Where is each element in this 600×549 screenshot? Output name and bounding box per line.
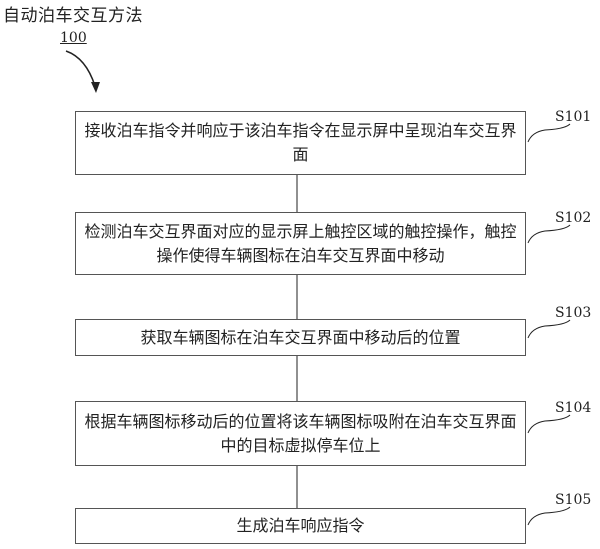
step-label-s105: S105 — [555, 492, 592, 508]
leader-s101 — [527, 123, 571, 143]
step-label-s102: S102 — [555, 210, 592, 226]
leader-s102 — [527, 224, 571, 244]
step-text: 生成泊车响应指令 — [236, 516, 365, 535]
step-box-s105: 生成泊车响应指令 — [75, 508, 526, 544]
step-box-s102: 检测泊车交互界面对应的显示屏上触控区域的触控操作，触控操作使得车辆图标在泊车交互… — [75, 212, 526, 275]
step-box-s104: 根据车辆图标移动后的位置将该车辆图标吸附在泊车交互界面中的目标虚拟停车位上 — [75, 401, 526, 466]
step-label-s104: S104 — [555, 400, 592, 416]
step-label-s101: S101 — [555, 109, 592, 125]
reference-number: 100 — [60, 30, 87, 46]
entry-arrowhead-icon — [91, 82, 100, 93]
step-text: 检测泊车交互界面对应的显示屏上触控区域的触控操作，触控操作使得车辆图标在泊车交互… — [84, 221, 517, 265]
step-text: 接收泊车指令并响应于该泊车指令在显示屏中呈现泊车交互界面 — [84, 121, 517, 164]
step-box-s103: 获取车辆图标在泊车交互界面中移动后的位置 — [75, 319, 526, 356]
entry-arrow — [65, 50, 96, 87]
step-text: 获取车辆图标在泊车交互界面中移动后的位置 — [140, 327, 461, 347]
step-text: 根据车辆图标移动后的位置将该车辆图标吸附在泊车交互界面中的目标虚拟停车位上 — [84, 411, 517, 455]
diagram-title: 自动泊车交互方法 — [3, 6, 143, 26]
step-box-s101: 接收泊车指令并响应于该泊车指令在显示屏中呈现泊车交互界面 — [75, 111, 526, 175]
step-label-s103: S103 — [555, 305, 592, 321]
leader-s104 — [527, 414, 571, 434]
leader-s103 — [527, 319, 571, 339]
leader-s105 — [527, 506, 571, 526]
